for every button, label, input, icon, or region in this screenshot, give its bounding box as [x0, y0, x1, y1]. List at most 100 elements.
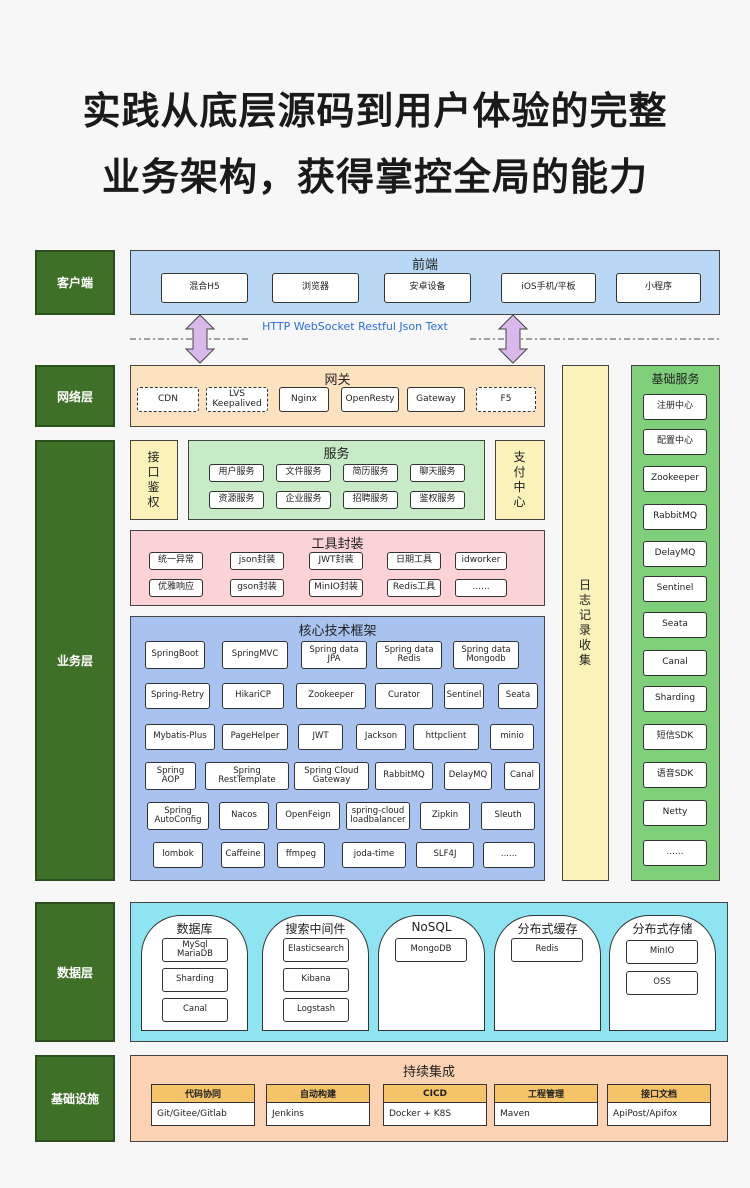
gateway-panel: 网关 CDN LVS Keepalived Nginx OpenResty Ga… [130, 365, 545, 427]
tools-item: 统一异常 [149, 552, 203, 570]
ci-item-head: 自动构建 [267, 1085, 369, 1103]
ci-item-body: Jenkins [272, 1109, 305, 1119]
core-tech-item: Spring Cloud Gateway [294, 762, 369, 790]
ci-item-body: ApiPost/Apifox [613, 1109, 678, 1119]
base-service-item: Zookeeper [643, 466, 707, 492]
core-tech-item: spring-cloud loadbalancer [346, 802, 410, 830]
services-panel: 服务 用户服务 文件服务 简历服务 聊天服务 资源服务 企业服务 招聘服务 鉴权… [188, 440, 485, 520]
core-tech-item: RabbitMQ [375, 762, 433, 790]
core-tech-item: Spring data Redis [376, 641, 442, 669]
base-service-item: Sharding [643, 686, 707, 712]
api-auth-panel: 接口鉴权 [130, 440, 178, 520]
base-service-item: 配置中心 [643, 429, 707, 455]
ci-item-body: Git/Gitee/Gitlab [157, 1109, 227, 1119]
core-tech-item: ...... [483, 842, 535, 868]
core-tech-item: Caffeine [221, 842, 265, 868]
service-chat: 聊天服务 [410, 464, 465, 482]
core-tech-item: JWT [298, 724, 343, 750]
core-tech-item: Spring data JPA [301, 641, 367, 669]
layer-client: 客户端 [35, 250, 115, 315]
layer-data: 数据层 [35, 902, 115, 1042]
frontend-title: 前端 [411, 258, 438, 273]
gateway-item-openresty: OpenResty [341, 387, 399, 412]
base-services-title: 基础服务 [651, 372, 700, 386]
frontend-item-h5: 混合H5 [161, 273, 248, 303]
protocol-label: HTTP WebSocket Restful Json Text [262, 320, 448, 333]
log-collection-panel: 日志记录收集 [562, 365, 609, 881]
core-tech-item: OpenFeign [276, 802, 340, 830]
tools-item: 日期工具 [387, 552, 441, 570]
frontend-item-android: 安卓设备 [384, 273, 471, 303]
gateway-title: 网关 [324, 373, 351, 388]
base-service-item: Seata [643, 612, 707, 638]
base-service-item: DelayMQ [643, 541, 707, 567]
api-auth-label: 接口鉴权 [147, 449, 160, 509]
ci-title: 持续集成 [402, 1065, 455, 1080]
base-service-item: RabbitMQ [643, 504, 707, 530]
core-tech-item: Curator [375, 683, 433, 709]
data-group-title: 分布式缓存 [517, 922, 578, 936]
ci-item-body: Maven [500, 1109, 530, 1119]
core-tech-item: joda-time [342, 842, 406, 868]
data-group-title: 搜索中间件 [285, 922, 346, 936]
base-service-item: 短信SDK [643, 724, 707, 750]
core-tech-item: Mybatis-Plus [145, 724, 215, 750]
tools-item: JWT封装 [309, 552, 363, 570]
double-arrow-right-icon [497, 314, 529, 364]
ci-item: 自动构建 Jenkins [266, 1084, 370, 1126]
data-item: Redis [511, 938, 583, 962]
core-tech-item: Spring RestTemplate [205, 762, 289, 790]
service-user: 用户服务 [209, 464, 264, 482]
layer-business: 业务层 [35, 440, 115, 881]
layer-infrastructure: 基础设施 [35, 1055, 115, 1142]
frontend-item-browser: 浏览器 [272, 273, 359, 303]
frontend-item-ios: iOS手机/平板 [501, 273, 596, 303]
frontend-panel: 前端 混合H5 浏览器 安卓设备 iOS手机/平板 小程序 [130, 250, 720, 315]
base-service-item: ...... [643, 840, 707, 866]
core-tech-item: minio [490, 724, 534, 750]
layer-network: 网络层 [35, 365, 115, 427]
core-tech-item: Canal [504, 762, 540, 790]
data-item: Logstash [283, 998, 349, 1022]
core-tech-item: Spring AutoConfig [147, 802, 209, 830]
core-tech-item: Jackson [356, 724, 406, 750]
page-title-line-2: 业务架构，获得掌控全局的能力 [101, 155, 648, 199]
service-auth: 鉴权服务 [410, 491, 465, 509]
data-item: Kibana [283, 968, 349, 992]
base-service-item: Canal [643, 650, 707, 676]
services-title: 服务 [323, 447, 350, 462]
gateway-item-f5: F5 [476, 387, 536, 412]
core-tech-item: Seata [498, 683, 538, 709]
base-service-item: Sentinel [643, 576, 707, 602]
tools-item: MinIO封装 [309, 579, 363, 597]
payment-center-panel: 支付中心 [495, 440, 545, 520]
core-tech-item: Spring data Mongodb [453, 641, 519, 669]
ci-panel: 持续集成 代码协同 Git/Gitee/Gitlab 自动构建 Jenkins CICD… [130, 1055, 728, 1142]
base-service-item: 注册中心 [643, 394, 707, 420]
data-item: Canal [162, 998, 228, 1022]
core-tech-item: PageHelper [222, 724, 288, 750]
core-tech-item: Nacos [219, 802, 269, 830]
service-enterprise: 企业服务 [276, 491, 331, 509]
tools-item: json封装 [230, 552, 284, 570]
data-group-title: 分布式存储 [632, 922, 693, 936]
log-collection-label: 日志记录收集 [578, 577, 591, 667]
core-tech-item: SLF4J [416, 842, 474, 868]
payment-center-label: 支付中心 [513, 449, 526, 509]
data-group-title: 数据库 [176, 922, 213, 936]
page-title-line-1: 实践从底层源码到用户体验的完整 [82, 89, 668, 133]
core-framework-title: 核心技术框架 [298, 624, 377, 639]
service-resource: 资源服务 [209, 491, 264, 509]
core-tech-item: HikariCP [222, 683, 284, 709]
ci-item-head: 代码协同 [152, 1085, 254, 1103]
core-tech-item: Zipkin [420, 802, 470, 830]
data-item: MongoDB [395, 938, 467, 962]
data-item: OSS [626, 971, 698, 995]
tools-item: gson封装 [230, 579, 284, 597]
